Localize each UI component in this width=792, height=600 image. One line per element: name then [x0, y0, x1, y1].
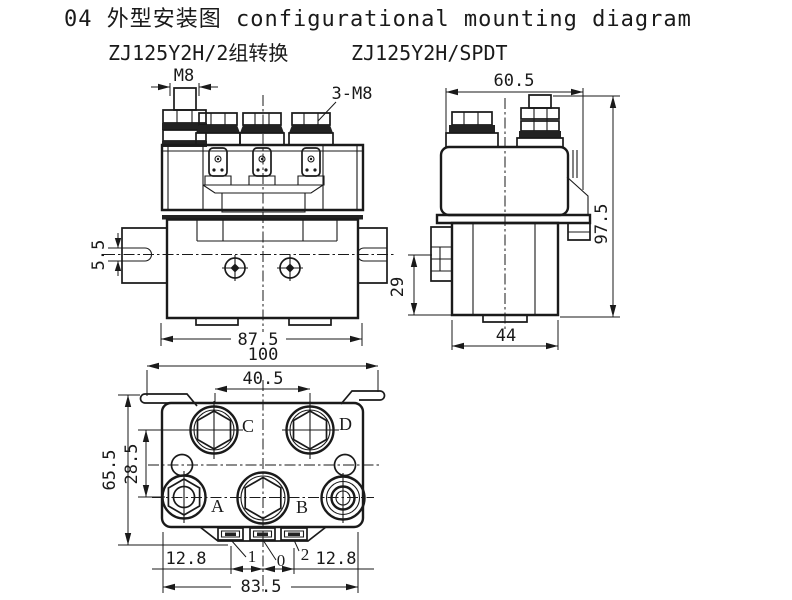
terminal-b: B	[296, 473, 365, 523]
front-screw-right	[277, 255, 303, 281]
tab-2-label: 2	[301, 545, 310, 564]
variant-label-right: ZJ125Y2H/SPDT	[351, 41, 508, 65]
dim-side-height-label: 97.5	[592, 204, 612, 245]
bottom-body	[162, 403, 363, 527]
front-dim-slot: 5.5	[89, 233, 131, 276]
dim-front-width-label: 87.5	[238, 330, 279, 350]
bottom-dim-rows: 28.5	[122, 430, 188, 497]
side-dim-flange: 29	[388, 255, 452, 315]
bottom-dim-overall: 100	[147, 345, 378, 396]
bottom-dim-height: 65.5	[100, 395, 228, 545]
front-blade-connectors	[205, 148, 324, 185]
front-view: M8 3-M8 5.5 87.5	[89, 66, 396, 350]
dim-pitch-left-label: 12.8	[166, 549, 207, 569]
tab-1-label: 1	[248, 547, 257, 566]
dim-cd-label: 40.5	[243, 369, 284, 389]
front-dim-m8: M8	[151, 66, 218, 96]
dim-side-flange-label: 29	[388, 277, 408, 297]
terminal-d-label: D	[339, 414, 352, 434]
dim-3m8-label: 3-M8	[332, 84, 373, 104]
bottom-dim-cd: 40.5	[215, 369, 310, 404]
terminal-center	[238, 473, 289, 524]
bottom-tab-labels: 1 0 2	[231, 540, 309, 570]
terminal-c-label: C	[242, 416, 254, 436]
side-left-flange	[431, 227, 452, 281]
terminal-d: D	[282, 401, 352, 459]
front-screw-left	[222, 255, 248, 281]
bottom-view: C D A	[100, 345, 385, 597]
side-left-stud	[446, 112, 498, 147]
variant-label-left: ZJ125Y2H/2组转换	[108, 41, 288, 65]
side-right-bracket	[568, 223, 590, 240]
header: 04 外型安装图 configurational mounting diagra…	[64, 7, 692, 65]
front-band	[162, 215, 363, 220]
bottom-blade-tabs	[218, 528, 307, 540]
front-right-flange	[358, 228, 387, 283]
side-dim-height: 97.5	[553, 96, 620, 317]
page-title: 04 外型安装图 configurational mounting diagra…	[64, 7, 692, 32]
terminal-b-label: B	[296, 497, 308, 517]
side-dim-top: 60.5	[446, 71, 583, 190]
bottom-dim-width: 83.5	[163, 532, 358, 597]
front-tall-stud	[162, 88, 207, 147]
side-body	[437, 147, 590, 322]
dim-pitch-right-label: 12.8	[316, 549, 357, 569]
front-dim-3m8: 3-M8	[318, 84, 372, 121]
side-view: 60.5 97.5 29 44	[388, 71, 620, 350]
front-terminal-studs	[196, 113, 333, 145]
terminal-a-label: A	[211, 496, 224, 516]
bottom-right-ear	[341, 391, 385, 404]
front-dim-width: 87.5	[161, 323, 362, 350]
tab-0-label: 0	[277, 551, 286, 570]
dim-overall-label: 100	[248, 345, 279, 365]
dim-slot-label: 5.5	[89, 240, 109, 271]
dim-rows-label: 28.5	[122, 444, 142, 485]
terminal-c: C	[186, 401, 254, 459]
dim-side-top-label: 60.5	[494, 71, 535, 91]
dim-bottom-width-label: 83.5	[241, 577, 282, 597]
bottom-trapezoid	[200, 527, 326, 541]
front-left-flange	[122, 228, 167, 283]
side-right-stud	[517, 95, 563, 147]
bottom-dim-pitch-left: 12.8	[152, 546, 263, 574]
dim-bottom-height-label: 65.5	[100, 450, 120, 491]
dim-side-base-label: 44	[496, 326, 516, 346]
bottom-dim-pitch-right: 12.8	[263, 548, 374, 574]
side-dim-base: 44	[452, 320, 558, 350]
dim-m8-label: M8	[174, 66, 194, 86]
front-upper-body	[162, 145, 363, 212]
